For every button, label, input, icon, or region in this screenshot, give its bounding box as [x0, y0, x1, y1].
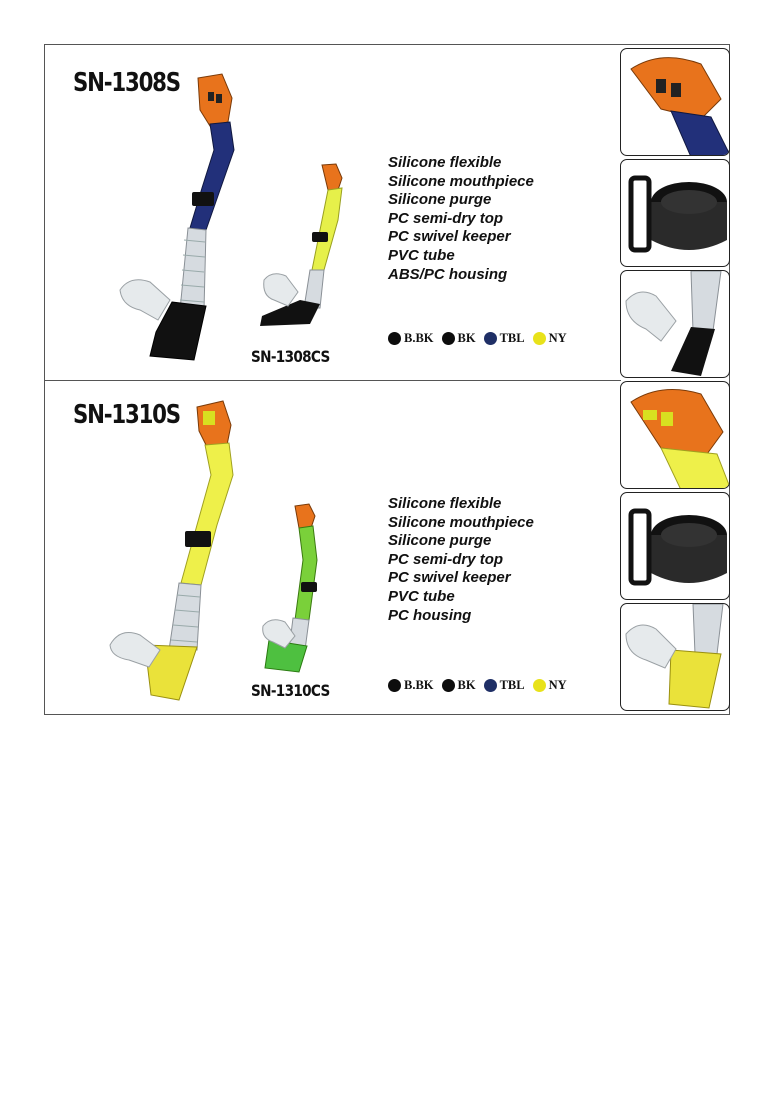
feature-item: Silicone flexible	[388, 495, 502, 512]
model-title-1308s: SN-1308S	[73, 68, 181, 98]
feature-list-1308s: Silicone flexible Silicone mouthpiece Si…	[388, 154, 534, 284]
detail-thumb-mouthpiece-1310s	[620, 603, 730, 711]
feature-item: Silicone flexible	[388, 154, 502, 171]
snorkel-image-1308cs	[260, 163, 343, 326]
color-swatch-bbk: B.BK	[388, 331, 434, 346]
mouthpiece-detail-image	[625, 271, 722, 376]
snorkel-image-1310cs	[262, 503, 318, 673]
swivel-keeper-detail-image	[628, 175, 727, 253]
feature-item: PC housing	[388, 606, 472, 624]
purge-top-detail-image	[630, 57, 729, 155]
color-dot	[483, 332, 497, 345]
feature-list-1310s: Silicone flexible Silicone mouthpiece Si…	[388, 495, 534, 625]
detail-thumb-purge-1308s	[620, 48, 730, 156]
feature-item: Silicone mouthpiece	[388, 172, 534, 190]
color-swatch-ny: NY	[532, 678, 567, 693]
snorkel-image-1308s	[119, 73, 235, 361]
detail-thumb-mouthpiece-1308s	[620, 270, 730, 378]
color-dot	[388, 679, 401, 692]
feature-item: PVC tube	[388, 587, 455, 605]
feature-item: PC swivel keeper	[388, 228, 511, 246]
feature-item: Silicone purge	[388, 191, 492, 209]
color-dot	[441, 679, 455, 692]
feature-item: PC semi-dry top	[388, 550, 504, 568]
snorkel-image-1310s	[109, 400, 234, 701]
color-dot	[532, 332, 546, 345]
detail-thumb-purge-1310s	[620, 381, 730, 489]
detail-thumb-keeper-1308s	[620, 159, 730, 267]
feature-item: PC semi-dry top	[388, 209, 504, 227]
color-swatch-tbl: TBL	[483, 678, 525, 693]
sub-model-1310cs: SN-1310CS	[251, 681, 330, 700]
feature-item: PC swivel keeper	[388, 569, 511, 587]
feature-item: PVC tube	[388, 246, 455, 264]
color-swatch-bk: BK	[441, 678, 476, 693]
color-swatch-bbk: B.BK	[388, 678, 434, 693]
color-swatch-tbl: TBL	[483, 331, 525, 346]
feature-item: ABS/PC housing	[388, 265, 508, 283]
color-swatch-ny: NY	[532, 331, 567, 346]
color-options-1310s: B.BK BK TBL NY	[388, 678, 575, 693]
feature-item: Silicone purge	[388, 532, 492, 550]
sub-model-1308cs: SN-1308CS	[251, 347, 330, 366]
catalog-sheet	[44, 44, 730, 715]
mouthpiece-detail-image	[625, 604, 724, 709]
model-title-1310s: SN-1310S	[73, 400, 181, 430]
color-dot	[483, 679, 497, 692]
color-swatch-bk: BK	[441, 331, 476, 346]
purge-top-detail-image	[630, 389, 729, 488]
color-options-1308s: B.BK BK TBL NY	[388, 331, 575, 346]
detail-thumb-keeper-1310s	[620, 492, 730, 600]
section-divider	[45, 380, 621, 381]
color-dot	[532, 679, 546, 692]
swivel-keeper-detail-image	[628, 508, 727, 586]
feature-item: Silicone mouthpiece	[388, 513, 534, 531]
color-dot	[441, 332, 455, 345]
color-dot	[388, 332, 401, 345]
